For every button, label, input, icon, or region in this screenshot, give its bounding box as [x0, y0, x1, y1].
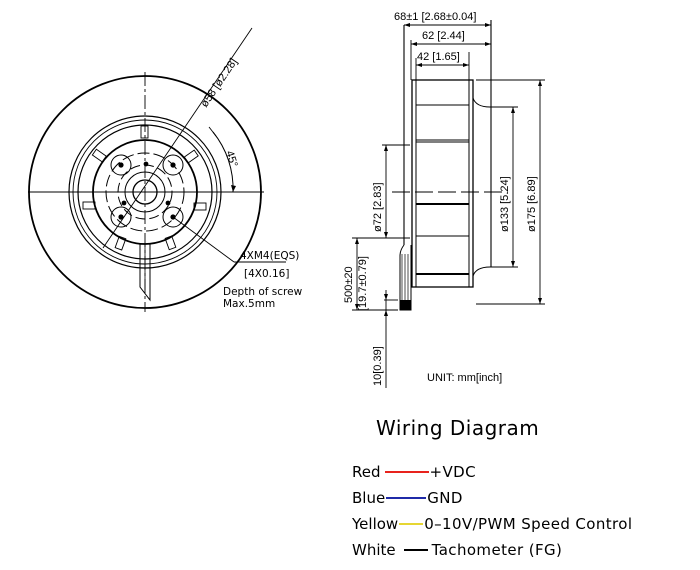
wire-row-yellow: Yellow 0–10V/PWM Speed Control — [352, 514, 632, 534]
wire-color-name: White — [352, 541, 396, 559]
blue-wire-line — [386, 497, 427, 499]
wire-function: Tachometer (FG) — [431, 541, 563, 559]
screw-holes — [110, 154, 184, 228]
clip — [164, 235, 177, 251]
width-42-label: 42 [1.65] — [417, 51, 460, 63]
arrowheads — [231, 23, 542, 316]
yellow-wire-line — [399, 523, 424, 525]
inlet-curve-top — [472, 97, 518, 108]
screw-hole — [162, 154, 184, 176]
clip — [140, 125, 149, 139]
cable-end-terminal — [400, 300, 411, 310]
cable-strands — [401, 254, 409, 300]
outer-housing-circle — [28, 75, 262, 309]
diameter-leader — [102, 27, 253, 249]
strip-length-label: 10[0.39] — [372, 346, 384, 386]
screw-center — [118, 214, 124, 220]
clip — [183, 149, 199, 164]
wire-function: +VDC — [429, 463, 476, 481]
screw-hole — [162, 206, 184, 228]
wire-function: 0–10V/PWM Speed Control — [424, 515, 633, 533]
screw-center — [118, 162, 124, 168]
wire-color-name: Yellow — [352, 515, 399, 533]
cable-lead — [139, 244, 151, 302]
red-wire-line — [384, 471, 429, 473]
blade-lines — [416, 104, 469, 275]
wiring-diagram-title: Wiring Diagram — [376, 416, 540, 440]
clip — [193, 202, 207, 211]
white-wire-line — [403, 549, 428, 551]
diameter-58-label: ø58 [ø2.28] — [199, 56, 240, 109]
screw-depth-max-label: Max.5mm — [223, 298, 275, 310]
rivet-dot — [121, 200, 127, 206]
unit-note: UNIT: mm[inch] — [427, 372, 502, 384]
wire-color-name: Red — [352, 463, 381, 481]
impeller-body — [411, 79, 474, 288]
screw-hole — [110, 154, 132, 176]
inlet-curve-bottom — [472, 266, 518, 277]
diameter-133-label: ø133 [5.24] — [499, 176, 511, 232]
diameter-175-label: ø175 [6.89] — [526, 176, 538, 232]
screw-center — [170, 162, 176, 168]
wire-row-white: White Tachometer (FG) — [352, 540, 562, 560]
lead-length-label: 500±20 — [343, 266, 355, 303]
clip — [91, 148, 107, 163]
screw-hole — [110, 206, 132, 228]
width-62-label: 62 [2.44] — [422, 30, 465, 42]
hub-ring — [124, 171, 166, 213]
bolt-circle — [105, 152, 185, 232]
screw-spec-label: 4XM4(EQS) — [240, 250, 299, 262]
overall-width-label: 68±1 [2.68±0.04] — [394, 11, 476, 23]
diameter-72-label: ø72 [2.83] — [372, 182, 384, 232]
screw-spec-inch-label: [4X0.16] — [244, 268, 289, 280]
lead-length-inch-label: [19.7±0.79] — [357, 256, 369, 311]
wire-row-blue: Blue GND — [352, 488, 463, 508]
screw-depth-label: Depth of screw — [223, 286, 303, 298]
front-view — [28, 27, 286, 312]
retaining-clips — [82, 125, 207, 251]
clip — [82, 201, 96, 210]
wire-row-red: Red +VDC — [352, 462, 476, 482]
rivet-dot — [165, 200, 171, 206]
shaft-circle — [132, 179, 158, 205]
angle-45-label: 45° — [223, 149, 240, 169]
wire-function: GND — [427, 489, 463, 507]
wire-color-name: Blue — [352, 489, 386, 507]
rivet-dot — [143, 161, 149, 167]
angle-tick — [208, 126, 217, 137]
screw-leader — [172, 216, 235, 263]
side-view — [352, 20, 545, 388]
clip — [114, 235, 127, 251]
